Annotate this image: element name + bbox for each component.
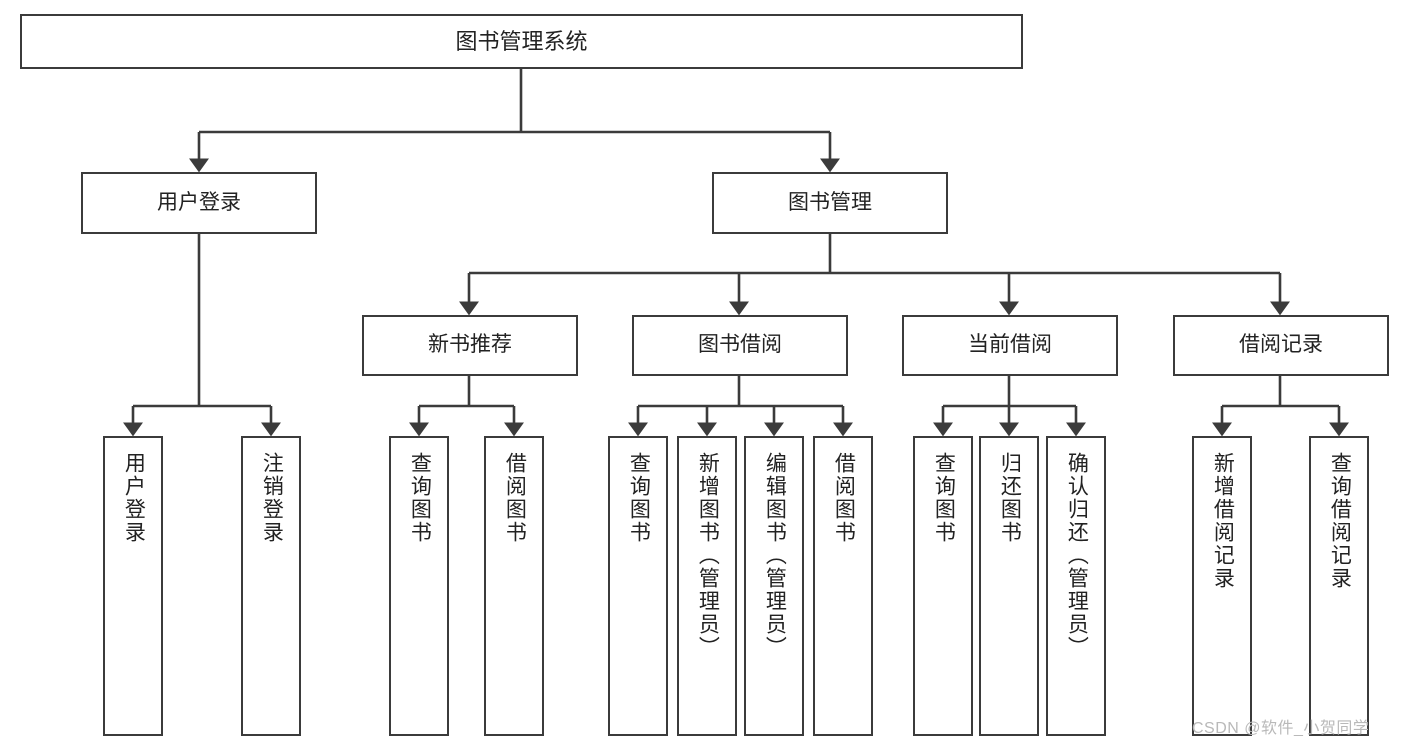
node-label: 图书管理系统: [455, 28, 588, 54]
leaf-query-book-recommend[interactable]: 查询图书: [389, 436, 449, 736]
node-label: 确认归还（管理员）: [1065, 452, 1089, 659]
leaf-logout-login[interactable]: 注销登录: [241, 436, 301, 736]
leaf-borrow-book-recommend[interactable]: 借阅图书: [484, 436, 544, 736]
node-label: 注销登录: [260, 452, 284, 544]
node-label: 用户登录: [157, 190, 241, 214]
leaf-query-book-borrow[interactable]: 查询图书: [608, 436, 668, 736]
node-label: 查询借阅记录: [1328, 452, 1352, 590]
node-label: 新增借阅记录: [1211, 452, 1235, 590]
node-label: 当前借阅: [968, 333, 1052, 357]
node-label: 查询图书: [408, 452, 432, 544]
leaf-add-book-admin[interactable]: 新增图书（管理员）: [677, 436, 737, 736]
node-book-management[interactable]: 图书管理: [712, 172, 948, 234]
leaf-add-borrow-record[interactable]: 新增借阅记录: [1192, 436, 1252, 736]
leaf-confirm-return-admin[interactable]: 确认归还（管理员）: [1046, 436, 1106, 736]
node-label: 新书推荐: [428, 333, 512, 357]
leaf-borrow-book[interactable]: 借阅图书: [813, 436, 873, 736]
leaf-user-login[interactable]: 用户登录: [103, 436, 163, 736]
leaf-return-book[interactable]: 归还图书: [979, 436, 1039, 736]
node-label: 归还图书: [998, 452, 1022, 544]
node-label: 图书管理: [788, 190, 872, 214]
node-label: 借阅记录: [1239, 333, 1323, 357]
node-label: 借阅图书: [503, 452, 527, 544]
leaf-edit-book-admin[interactable]: 编辑图书（管理员）: [744, 436, 804, 736]
node-label: 图书借阅: [698, 333, 782, 357]
node-user-login[interactable]: 用户登录: [81, 172, 317, 234]
node-label: 查询图书: [627, 452, 651, 544]
node-new-book-recommend[interactable]: 新书推荐: [362, 315, 578, 376]
node-label: 编辑图书（管理员）: [763, 452, 787, 659]
node-label: 借阅图书: [832, 452, 856, 544]
node-current-borrow[interactable]: 当前借阅: [902, 315, 1118, 376]
leaf-query-borrow-record[interactable]: 查询借阅记录: [1309, 436, 1369, 736]
node-label: 用户登录: [122, 452, 146, 544]
leaf-query-book-current[interactable]: 查询图书: [913, 436, 973, 736]
node-book-borrow[interactable]: 图书借阅: [632, 315, 848, 376]
node-label: 新增图书（管理员）: [696, 452, 720, 659]
node-borrow-record[interactable]: 借阅记录: [1173, 315, 1389, 376]
node-label: 查询图书: [932, 452, 956, 544]
node-root-system[interactable]: 图书管理系统: [20, 14, 1023, 69]
